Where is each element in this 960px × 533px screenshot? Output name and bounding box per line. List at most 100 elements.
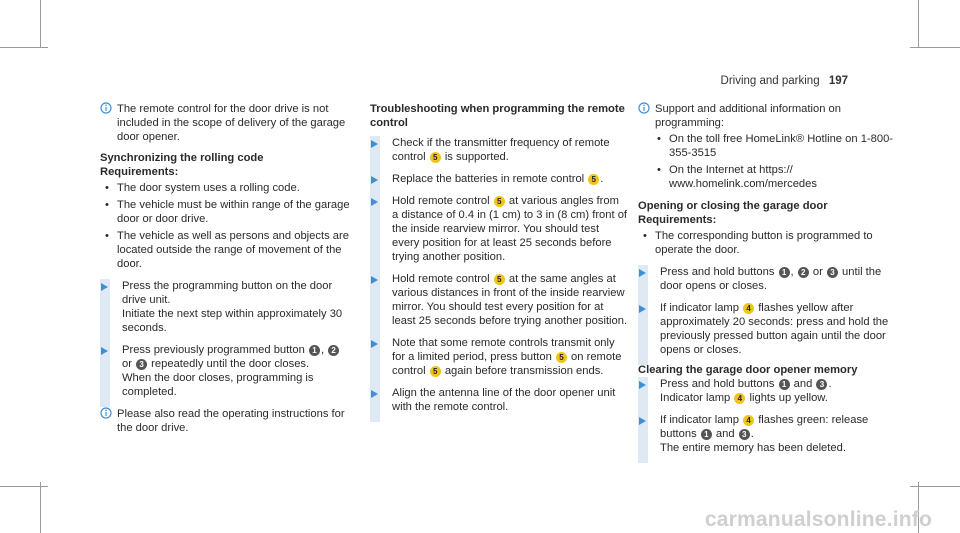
step-bar bbox=[370, 336, 380, 386]
opening-heading: Opening or closing the garage door bbox=[638, 200, 828, 212]
list-item: On the Internet at https:// www.homelink… bbox=[652, 163, 894, 191]
step-arrow-icon bbox=[371, 140, 378, 148]
text-fragment: flashes yellow after approximately 20 se… bbox=[660, 302, 889, 356]
list-item: The door system uses a rolling code. bbox=[100, 181, 350, 195]
step-arrow-icon bbox=[639, 305, 646, 313]
step-text: Hold remote control 5 at the same angles… bbox=[392, 272, 628, 328]
ref-badge-3: 3 bbox=[816, 379, 828, 390]
info-icon bbox=[100, 407, 112, 419]
text-fragment: Check if the transmitter frequency of re… bbox=[392, 137, 610, 163]
requirements-list: The door system uses a rolling code. The… bbox=[100, 181, 350, 271]
step-text: Press and hold buttons 1 and 3. bbox=[660, 377, 894, 391]
note-text: Support and additional information on pr… bbox=[655, 103, 841, 129]
column-2: Troubleshooting when programming the rem… bbox=[370, 102, 628, 422]
ref-badge-5: 5 bbox=[429, 152, 441, 163]
text-fragment: Note that some remote controls transmit … bbox=[392, 337, 615, 363]
crop-mark bbox=[910, 486, 960, 487]
text-fragment: Press previously programmed button bbox=[122, 344, 305, 356]
step-text: If indicator lamp 4 flashes yellow after… bbox=[660, 301, 894, 357]
step-arrow-icon bbox=[371, 340, 378, 348]
text-fragment: If indicator lamp bbox=[660, 302, 739, 314]
ref-badge-5: 5 bbox=[588, 174, 600, 185]
text-fragment: Replace the batteries in remote control bbox=[392, 173, 585, 185]
step-result: Initiate the next step within approximat… bbox=[122, 308, 343, 334]
step: Replace the batteries in remote control … bbox=[370, 172, 628, 194]
step-bar bbox=[638, 265, 648, 301]
step-arrow-icon bbox=[371, 198, 378, 206]
note-text: The remote control for the door drive is… bbox=[117, 103, 346, 143]
ref-badge-2: 2 bbox=[328, 345, 340, 356]
requirements-list: The corresponding button is programmed t… bbox=[638, 229, 894, 257]
text-fragment: If indicator lamp bbox=[660, 414, 739, 426]
ref-badge-1: 1 bbox=[308, 345, 320, 356]
text-fragment: or bbox=[812, 266, 823, 278]
crop-mark bbox=[918, 0, 919, 48]
text-fragment: is supported. bbox=[444, 151, 509, 163]
text-fragment: and bbox=[715, 428, 735, 440]
step-bar bbox=[370, 272, 380, 336]
step-bar bbox=[638, 413, 648, 463]
text-fragment: Hold remote control bbox=[392, 195, 490, 207]
crop-mark bbox=[910, 47, 960, 48]
step-arrow-icon bbox=[101, 347, 108, 355]
step-text: Press and hold buttons 1, 2 or 3 until t… bbox=[660, 265, 894, 293]
text-fragment: , bbox=[320, 344, 325, 356]
step-arrow-icon bbox=[371, 276, 378, 284]
step-text: If indicator lamp 4 flashes green: relea… bbox=[660, 413, 894, 441]
step-bar bbox=[370, 136, 380, 172]
step-arrow-icon bbox=[639, 269, 646, 277]
clearing-heading: Clearing the garage door opener memory bbox=[638, 364, 858, 376]
text-fragment: Hold remote control bbox=[392, 273, 490, 285]
ref-badge-5: 5 bbox=[493, 274, 505, 285]
step-text: Replace the batteries in remote control … bbox=[392, 172, 628, 186]
step: Press and hold buttons 1, 2 or 3 until t… bbox=[638, 265, 894, 301]
step: Check if the transmitter frequency of re… bbox=[370, 136, 628, 172]
crop-mark bbox=[40, 482, 41, 533]
ref-badge-3: 3 bbox=[738, 429, 750, 440]
text-fragment: . bbox=[600, 173, 604, 185]
info-note: The remote control for the door drive is… bbox=[100, 102, 350, 144]
crop-mark bbox=[0, 47, 48, 48]
troubleshooting-heading: Troubleshooting when programming the rem… bbox=[370, 103, 625, 129]
step-arrow-icon bbox=[639, 417, 646, 425]
ref-badge-1: 1 bbox=[700, 429, 712, 440]
step: Hold remote control 5 at the same angles… bbox=[370, 272, 628, 336]
crop-mark bbox=[918, 482, 919, 533]
step-arrow-icon bbox=[101, 283, 108, 291]
step-bar bbox=[100, 279, 110, 343]
info-note: Please also read the operating instructi… bbox=[100, 407, 350, 435]
step: Press and hold buttons 1 and 3. Indicato… bbox=[638, 377, 894, 413]
page-number: 197 bbox=[828, 75, 848, 87]
step-bar bbox=[370, 194, 380, 272]
text-fragment: Indicator lamp bbox=[660, 392, 731, 404]
info-icon bbox=[638, 102, 650, 114]
ref-badge-3: 3 bbox=[136, 359, 148, 370]
text-fragment: lights up yellow. bbox=[749, 392, 828, 404]
ref-badge-4: 4 bbox=[743, 303, 755, 314]
ref-badge-3: 3 bbox=[826, 267, 838, 278]
section-title: Driving and parking bbox=[720, 75, 820, 87]
step-text: Align the antenna line of the door opene… bbox=[392, 387, 616, 413]
step: If indicator lamp 4 flashes yellow after… bbox=[638, 301, 894, 365]
step-arrow-icon bbox=[639, 381, 646, 389]
step-text: Check if the transmitter frequency of re… bbox=[392, 136, 628, 164]
step: If indicator lamp 4 flashes green: relea… bbox=[638, 413, 894, 463]
text-fragment: at various angles from a distance of 0.4… bbox=[392, 195, 628, 263]
text-fragment: or bbox=[122, 358, 132, 370]
text-fragment: . bbox=[750, 428, 754, 440]
step: Press previously programmed button 1, 2 o… bbox=[100, 343, 350, 407]
step-text: Press the programming button on the door… bbox=[122, 280, 333, 306]
text-fragment: and bbox=[793, 378, 813, 390]
text-fragment: Press and hold buttons bbox=[660, 378, 775, 390]
step: Press the programming button on the door… bbox=[100, 279, 350, 343]
ref-badge-5: 5 bbox=[493, 196, 505, 207]
step-arrow-icon bbox=[371, 390, 378, 398]
step: Align the antenna line of the door opene… bbox=[370, 386, 628, 422]
step: Hold remote control 5 at various angles … bbox=[370, 194, 628, 272]
text-fragment: again before transmission ends. bbox=[444, 365, 604, 377]
ref-badge-2: 2 bbox=[797, 267, 809, 278]
page-header: Driving and parking 197 bbox=[721, 74, 848, 88]
ref-badge-5: 5 bbox=[555, 352, 567, 363]
ref-badge-4: 4 bbox=[734, 393, 746, 404]
watermark: carmanualsonline.info bbox=[704, 508, 932, 531]
